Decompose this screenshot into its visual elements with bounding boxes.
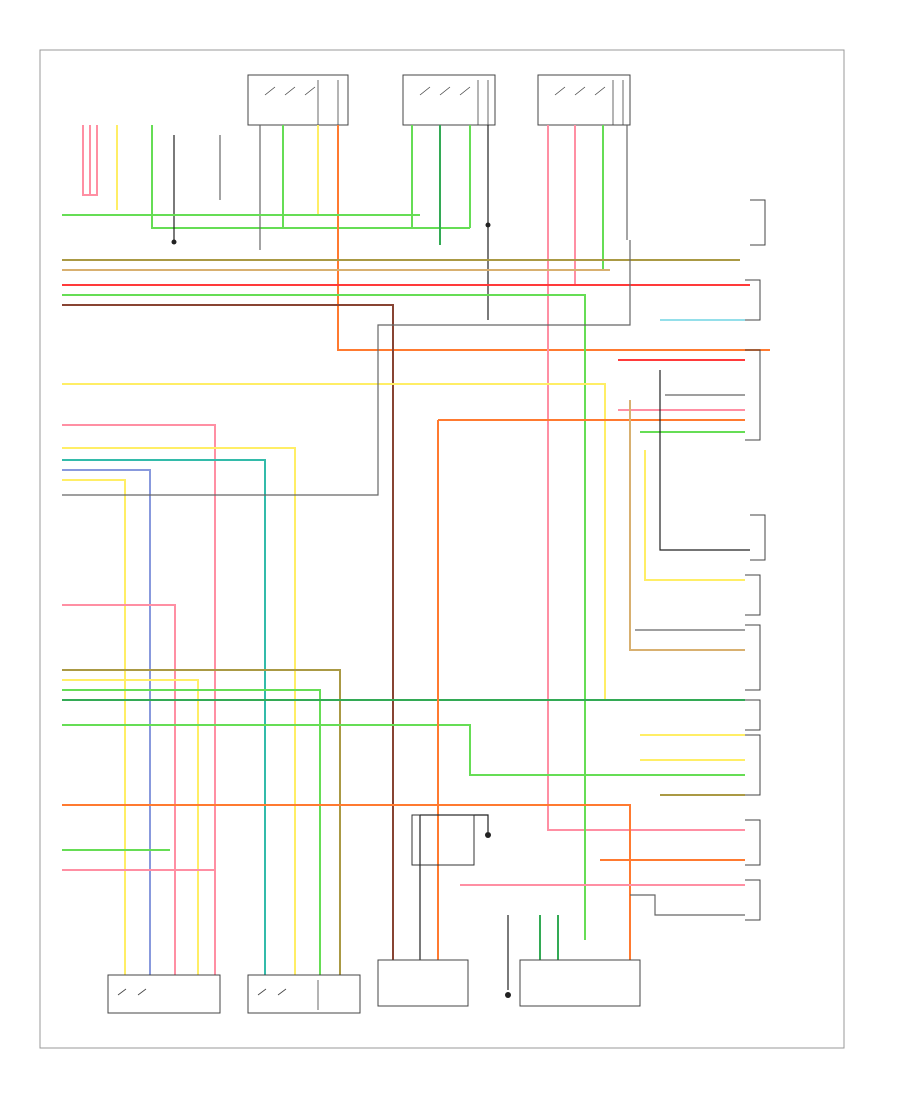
ground-symbol <box>171 239 177 245</box>
relay-box-3 <box>537 74 631 126</box>
component-box <box>107 974 221 1014</box>
ground-symbol <box>485 832 491 838</box>
component-box <box>247 974 361 1014</box>
component-box <box>411 814 475 866</box>
ground-symbols <box>171 222 511 998</box>
relay-box-2 <box>402 74 496 126</box>
diagram-frame <box>39 49 845 1049</box>
bottom-components <box>107 814 641 1014</box>
top-relay-boxes <box>247 74 631 126</box>
component-box <box>377 959 469 1007</box>
right-connectors <box>745 199 766 921</box>
ground-symbol <box>485 222 491 228</box>
relay-box-1 <box>247 74 349 126</box>
ground-symbol <box>505 992 511 998</box>
component-box <box>519 959 641 1007</box>
wires <box>62 125 770 990</box>
